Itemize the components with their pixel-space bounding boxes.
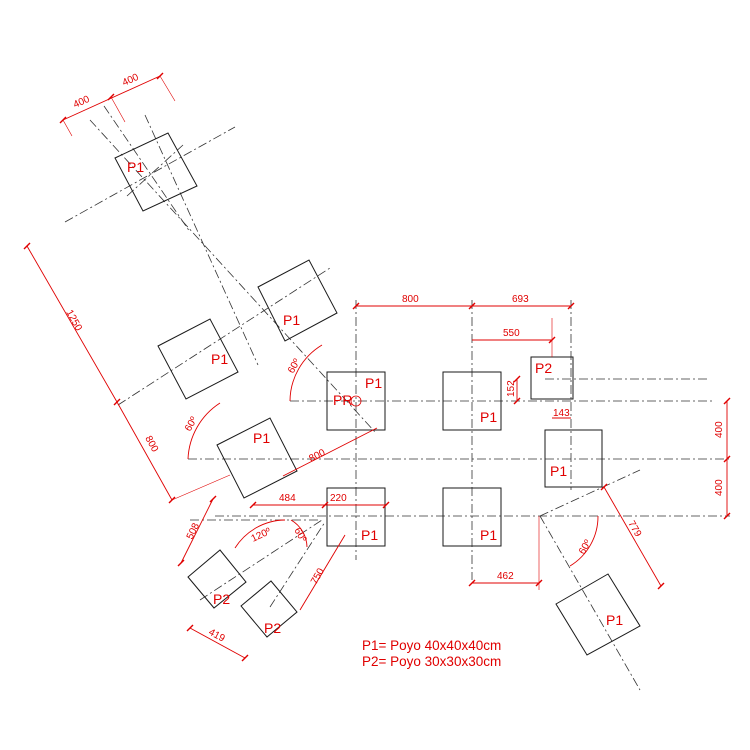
- pier-square-p2-b: [240, 580, 298, 638]
- dim-text: 484: [279, 493, 296, 504]
- angle-text: 60º: [286, 357, 303, 376]
- angle-texts: 60º 60º 120º 60º 60º: [183, 357, 594, 557]
- pier-square-top: [114, 132, 198, 212]
- dim-text: 220: [330, 493, 347, 504]
- pier-square-middle: [157, 318, 239, 400]
- pier-label: P1: [606, 612, 623, 628]
- pier-label: P1: [253, 430, 270, 446]
- dim-text: 462: [497, 571, 514, 582]
- pier-label: P1: [480, 527, 497, 543]
- pier-label-p2: P2: [264, 620, 281, 636]
- pier-square-bottom-right: [555, 573, 641, 656]
- angle-text: 60º: [183, 415, 200, 434]
- pier-squares: [114, 132, 641, 656]
- pier-label: P1: [361, 527, 378, 543]
- pier-label: P1: [550, 463, 567, 479]
- dimension-texts: 400 400 1250 800 800 800 693 550 152 143…: [63, 72, 725, 645]
- angle-text: 120º: [250, 526, 273, 545]
- pier-square-right: [544, 429, 603, 488]
- pier-label: P1: [480, 409, 497, 425]
- pier-label-p2: P2: [213, 591, 230, 607]
- pier-square-pr: [326, 371, 386, 431]
- dim-text: 508: [185, 521, 202, 541]
- angle-arcs: [187, 344, 599, 567]
- angle-text: 60º: [291, 526, 308, 545]
- pier-square-upper: [257, 259, 338, 342]
- legend-line-p2: P2= Poyo 30x30x30cm: [362, 654, 501, 669]
- pier-label: P1: [283, 312, 300, 328]
- pier-label: P1: [365, 375, 382, 391]
- legend-line-p1: P1= Poyo 40x40x40cm: [362, 638, 501, 653]
- pier-label-pr: PR: [333, 392, 352, 408]
- dim-text: 779: [625, 519, 643, 539]
- pier-label: P1: [211, 351, 228, 367]
- dim-text: 800: [402, 294, 419, 305]
- pier-labels: P1 P1 P1 P1 P1 PR P1 P1 P1 P1 P2 P2 P2 P…: [127, 159, 623, 636]
- axis-lines: [64, 105, 730, 691]
- dim-text: 693: [512, 294, 529, 305]
- dim-text: 550: [503, 328, 520, 339]
- angle-text: 60º: [577, 538, 594, 557]
- dim-text: 419: [207, 627, 227, 645]
- pivot-marker: [350, 395, 362, 407]
- dim-text: 400: [714, 421, 725, 438]
- pier-square-grid-4: [442, 487, 502, 547]
- pier-square-p2-a: [187, 549, 247, 609]
- pier-square-grid-2: [442, 371, 502, 431]
- pier-label-p2: P2: [535, 360, 552, 376]
- dim-text: 152: [506, 380, 517, 397]
- pier-square-lower: [216, 417, 298, 499]
- legend: P1= Poyo 40x40x40cm P2= Poyo 30x30x30cm: [362, 638, 501, 669]
- dim-text: 800: [307, 447, 327, 465]
- pier-square-grid-3: [326, 487, 386, 547]
- dimension-lines: [23, 72, 731, 662]
- dim-text: 143: [553, 408, 570, 419]
- dim-text: 400: [714, 479, 725, 496]
- pier-label: P1: [127, 159, 144, 175]
- dim-text: 1250: [63, 308, 84, 333]
